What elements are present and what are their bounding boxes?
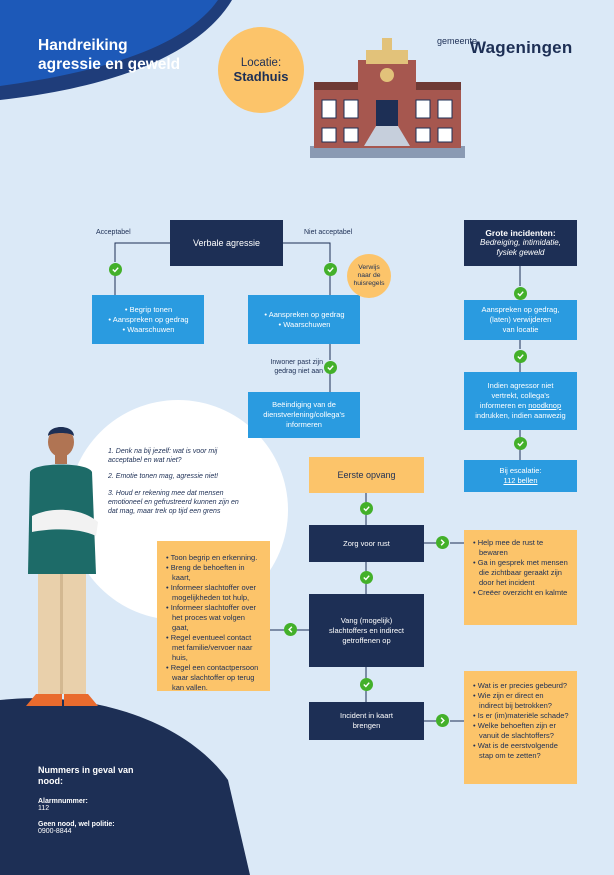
map-incident-details: Wat is er precies gebeurd? Wie zijn er d… bbox=[464, 671, 577, 784]
town-hall-illustration bbox=[310, 38, 465, 158]
keep-calm-details: Help mee de rust te bewaren Ga in gespre… bbox=[464, 530, 577, 625]
keep-calm-box: Zorg voor rust bbox=[309, 525, 424, 562]
check-icon bbox=[360, 502, 373, 515]
check-icon bbox=[514, 437, 527, 450]
end-service-box: Beëindiging van de dienstverlening/colle… bbox=[248, 392, 360, 438]
check-icon bbox=[514, 287, 527, 300]
check-icon bbox=[360, 571, 373, 584]
map-incident-box: Incident in kaart brengen bbox=[309, 702, 424, 740]
check-icon bbox=[324, 361, 337, 374]
guidance-steps: 1. Denk na bij jezelf: wat is voor mij a… bbox=[108, 448, 239, 516]
not-acceptable-label: Niet acceptabel bbox=[304, 229, 353, 236]
alarm-button-box: Indien agressor niet vertrekt, collega's… bbox=[464, 372, 577, 430]
acceptable-actions-box: Begrip tonen Aanspreken op gedrag Waarsc… bbox=[92, 295, 204, 344]
arrow-left-icon bbox=[284, 623, 297, 636]
support-victims-box: Vang (mogelijk) slachtoffers en indirect… bbox=[309, 594, 424, 667]
call-112-link[interactable]: 112 bellen bbox=[503, 476, 538, 485]
arrow-right-icon bbox=[436, 536, 449, 549]
person-illustration bbox=[26, 427, 98, 706]
verbal-aggression-box: Verbale agressie bbox=[170, 220, 283, 266]
acceptable-label: Acceptabel bbox=[96, 229, 131, 236]
logo-small-text: gemeente bbox=[437, 36, 478, 46]
emergency-numbers: Nummers in geval van nood: Alarmnummer: … bbox=[38, 765, 134, 835]
escalation-box: Bij escalatie: 112 bellen bbox=[464, 460, 577, 492]
check-icon bbox=[324, 263, 337, 276]
house-rules-badge: Verwijs naar de huisregels bbox=[347, 254, 391, 298]
resident-continues-label: Inwoner past zijn gedrag niet aan bbox=[270, 359, 323, 375]
support-victims-details: Toon begrip en erkenning. Breng de behoe… bbox=[157, 541, 270, 692]
check-icon bbox=[514, 350, 527, 363]
major-incidents-box: Grote incidenten: Bedreiging, intimidati… bbox=[464, 220, 577, 266]
page-title: Handreiking agressie en geweld bbox=[38, 37, 181, 73]
check-icon bbox=[109, 263, 122, 276]
not-acceptable-actions-box: Aanspreken op gedrag Waarschuwen bbox=[248, 295, 360, 344]
address-remove-box: Aanspreken op gedrag, (laten) verwijdere… bbox=[464, 300, 577, 340]
logo-main-text: Wageningen bbox=[470, 38, 573, 57]
first-aid-box: Eerste opvang bbox=[309, 457, 424, 493]
location-badge: Locatie: Stadhuis bbox=[218, 27, 304, 113]
panic-button-link[interactable]: noodknop bbox=[528, 401, 562, 410]
check-icon bbox=[360, 678, 373, 691]
arrow-right-icon bbox=[436, 714, 449, 727]
